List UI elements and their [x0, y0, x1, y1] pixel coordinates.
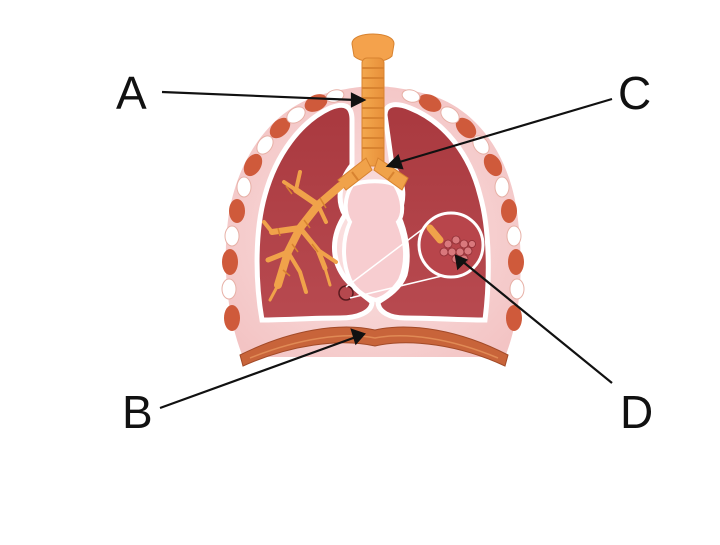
mediastinum — [342, 179, 407, 303]
ribs-right — [401, 89, 525, 331]
bronchiole-marker — [338, 285, 354, 301]
label-d: D — [620, 386, 654, 438]
label-c: C — [618, 67, 652, 119]
label-b: B — [122, 386, 153, 438]
trachea — [361, 57, 385, 167]
ribs-left — [221, 89, 345, 331]
alveoli-inset — [345, 211, 485, 299]
diaphragm — [239, 326, 509, 367]
pointer-d — [461, 260, 613, 384]
label-a: A — [116, 67, 147, 119]
pointer-lines — [159, 90, 613, 410]
pointer-c — [395, 97, 613, 165]
bronchi — [337, 157, 409, 191]
pointer-b — [159, 335, 357, 410]
pointer-a — [161, 90, 357, 102]
bronchial-tree — [262, 170, 344, 302]
